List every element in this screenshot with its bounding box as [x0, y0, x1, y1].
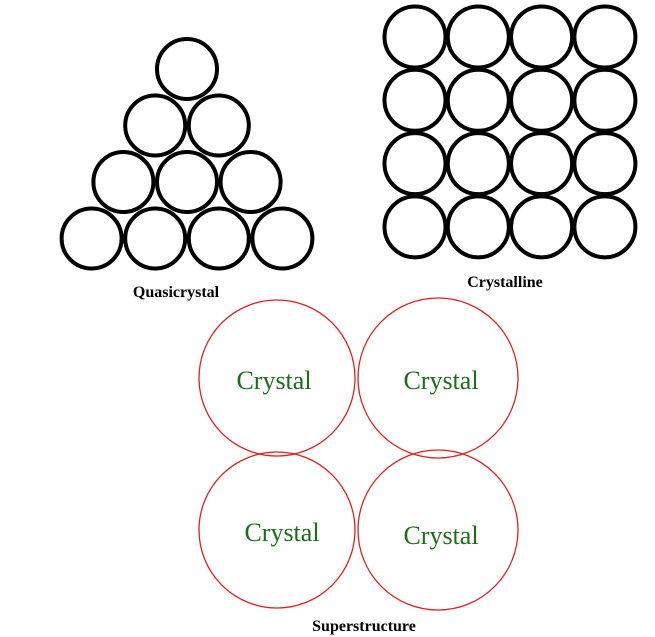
quasicrystal-atom	[186, 206, 251, 271]
superstructure-label: Superstructure	[312, 618, 416, 635]
superstructure-cell-label: Crystal	[236, 366, 311, 395]
crystalline-atom	[382, 4, 448, 70]
quasicrystal-atom	[186, 93, 251, 158]
quasicrystal-atom	[155, 150, 219, 214]
superstructure-cell-label: Crystal	[403, 521, 478, 550]
quasicrystal-atom	[123, 206, 188, 271]
crystalline-atom	[445, 194, 511, 260]
superstructure-cell-bottom-right	[357, 449, 519, 611]
superstructure-cell-top-right	[357, 297, 519, 459]
superstructure-cell-label: Crystal	[244, 518, 319, 547]
superstructure-cell-top-left	[198, 299, 356, 457]
quasicrystal-atom	[250, 206, 315, 271]
quasicrystal-label: Quasicrystal	[133, 284, 220, 301]
crystalline-atom	[445, 4, 511, 70]
crystalline-atom	[445, 131, 511, 197]
crystalline-label: Crystalline	[467, 274, 543, 291]
crystalline-atom	[382, 131, 448, 197]
crystalline-atom	[509, 131, 575, 197]
quasicrystal-atom	[91, 150, 156, 214]
crystalline-atom	[382, 194, 448, 260]
crystalline-panel	[382, 4, 638, 260]
quasicrystal-atom	[59, 206, 124, 271]
crystalline-atom	[572, 4, 638, 70]
crystalline-atom	[382, 67, 448, 133]
crystalline-atom	[572, 131, 638, 197]
quasicrystal-atom	[218, 150, 283, 214]
quasicrystal-panel	[59, 37, 315, 271]
superstructure-panel: Crystal Crystal Crystal Crystal	[198, 297, 519, 611]
superstructure-cell-bottom-left	[198, 451, 356, 609]
quasicrystal-atom	[123, 93, 188, 158]
crystalline-atom	[509, 4, 575, 70]
crystalline-atom	[445, 67, 511, 133]
crystalline-atom	[572, 67, 638, 133]
crystalline-atom	[572, 194, 638, 260]
superstructure-cell-label: Crystal	[403, 366, 478, 395]
quasicrystal-atom	[155, 37, 219, 101]
crystalline-atom	[509, 194, 575, 260]
crystalline-atom	[509, 67, 575, 133]
